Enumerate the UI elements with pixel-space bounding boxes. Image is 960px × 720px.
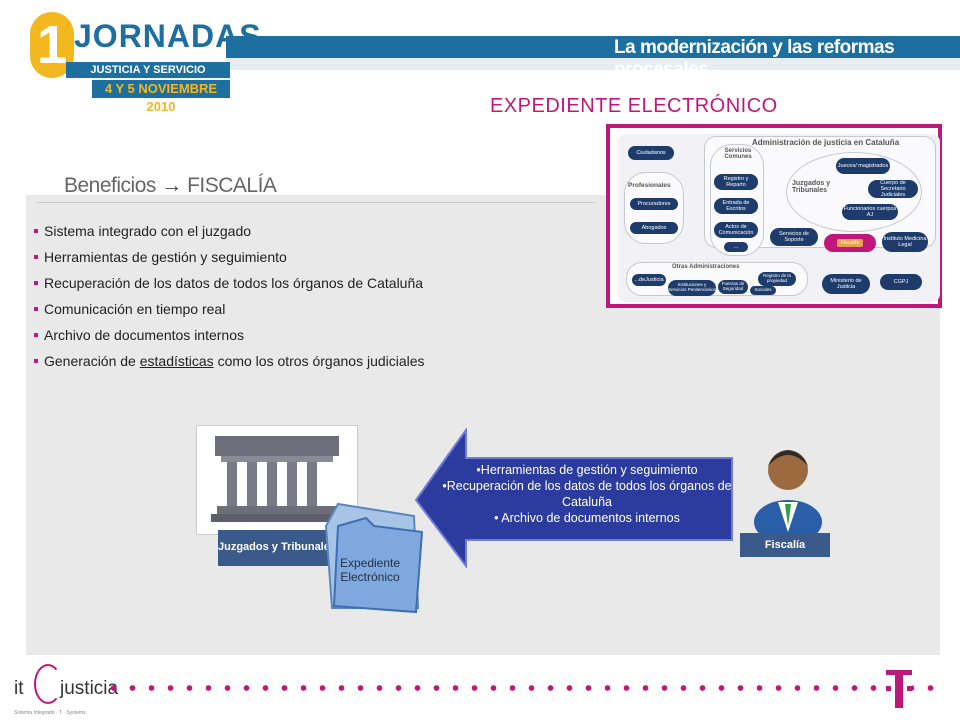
- arrow-left-icon: [414, 428, 733, 568]
- arrow-text-list: •Herramientas de gestión y seguimiento •…: [442, 462, 732, 526]
- arrow-text-item: •Recuperación de los datos de todos los …: [442, 479, 732, 509]
- header-bar-shadow: [226, 58, 960, 70]
- statistics-link[interactable]: estadísticas: [139, 353, 214, 369]
- court-label: Juzgados y Tribunales: [218, 530, 336, 566]
- benefits-list: Sistema integrado con el juzgado Herrami…: [34, 218, 425, 374]
- arrow-text-item: •Herramientas de gestión y seguimiento: [476, 463, 698, 477]
- header: 1 JORNADAS JUSTICIA Y SERVICIO PÚBLICO 4…: [0, 0, 960, 120]
- dejusticia-node: ...deJusticia: [632, 274, 666, 286]
- benefit-item: Recuperación de los datos de todos los ó…: [34, 270, 425, 296]
- benefits-title: Beneficios → FISCALÍA: [64, 174, 277, 198]
- benefit-item: Generación de estadísticas como los otro…: [34, 348, 425, 374]
- entrada-node: Entrada de Escritos: [714, 198, 758, 214]
- fuerzas-node: Fuerzas de Seguridad: [718, 280, 748, 294]
- otras-label: Otras Administraciones: [672, 264, 740, 270]
- benefits-divider: [36, 202, 596, 203]
- fiscalia-node: Fiscalía: [824, 234, 876, 252]
- court-building-icon: [211, 436, 343, 522]
- instituto-node: Instituto Medicina Legal: [882, 232, 928, 252]
- folder-label: Expediente Electrónico: [339, 556, 401, 585]
- header-subtitle: La modernización y las reformas procesal…: [614, 37, 895, 80]
- benefit-item: Comunicación en tiempo real: [34, 296, 425, 322]
- jueces-node: Jueces/ magistrados: [836, 158, 890, 174]
- servicios-soporte-node: Servicios de Soporte: [770, 228, 818, 246]
- header-bar: [226, 36, 960, 58]
- section-title: EXPEDIENTE ELECTRÓNICO: [490, 95, 778, 117]
- abogados-node: Abogados: [630, 222, 678, 234]
- servicios-comunes-label: Servicios Comunes: [724, 148, 752, 160]
- folder-icon: [324, 502, 424, 614]
- fiscalia-label: Fiscalía: [740, 533, 830, 557]
- registro-node: Registro y Reparto: [714, 174, 758, 190]
- actos-node: Actos de Comunicación: [714, 222, 758, 238]
- telekom-t-icon: [886, 670, 912, 708]
- cgpj-node: CGPJ: [880, 274, 922, 290]
- footer-dotted-line: [104, 683, 944, 693]
- person-icon: [754, 450, 822, 534]
- itjusticia-logo-it: it: [14, 678, 24, 699]
- ministerio-node: Ministerio de Justicia: [822, 274, 870, 294]
- itjusticia-logo-mark: [34, 664, 62, 704]
- benefit-item: Herramientas de gestión y seguimiento: [34, 244, 425, 270]
- benefits-subject: FISCALÍA: [187, 174, 277, 197]
- itjusticia-logo-justicia: justicia: [60, 678, 119, 699]
- more-node: ...: [724, 242, 748, 252]
- itjusticia-logo-tagline: Sistema Integrado · T · Systems: [14, 710, 86, 716]
- procuradores-node: Procuradores: [630, 198, 678, 210]
- funcionarios-node: Funcionarios cuerpos AJ: [842, 204, 898, 220]
- instituciones-node: Instituciones y Servicios Penitenciarios: [668, 280, 716, 296]
- arrow-text-item: • Archivo de documentos internos: [494, 511, 680, 525]
- content-panel-top: [26, 125, 616, 195]
- telekom-logo: [886, 670, 912, 708]
- benefit-item: Sistema integrado con el juzgado: [34, 218, 425, 244]
- arrow-right-icon: →: [161, 174, 182, 197]
- juzgados-label: Juzgados y Tribunales: [792, 180, 831, 194]
- sociales-node: Sociales: [750, 286, 776, 295]
- org-chart-title: Administración de justicia en Cataluña: [752, 138, 900, 147]
- profesionales-label: Profesionales: [628, 182, 671, 189]
- jornadas-logo-subtitle: JUSTICIA Y SERVICIO PÚBLICO: [66, 62, 230, 92]
- benefit-text: como los otros órganos judiciales: [217, 353, 425, 369]
- secretarios-node: Cuerpo de Secretario Judiciales: [868, 180, 918, 198]
- registro-propiedad-node: Registro de la propiedad: [758, 272, 796, 286]
- jornadas-logo-title: JORNADAS: [74, 18, 262, 54]
- ciudadanos-node: Ciudadanos: [628, 146, 674, 160]
- benefit-item: Archivo de documentos internos: [34, 322, 425, 348]
- fiscalia-node-label: Fiscalía: [836, 238, 864, 248]
- benefits-label: Beneficios: [64, 174, 156, 197]
- benefit-text: Generación de: [44, 353, 136, 369]
- jornadas-logo-dates: 4 Y 5 NOVIEMBRE 2010: [92, 80, 230, 114]
- org-chart-frame: Ciudadanos Profesionales Procuradores Ab…: [606, 124, 942, 308]
